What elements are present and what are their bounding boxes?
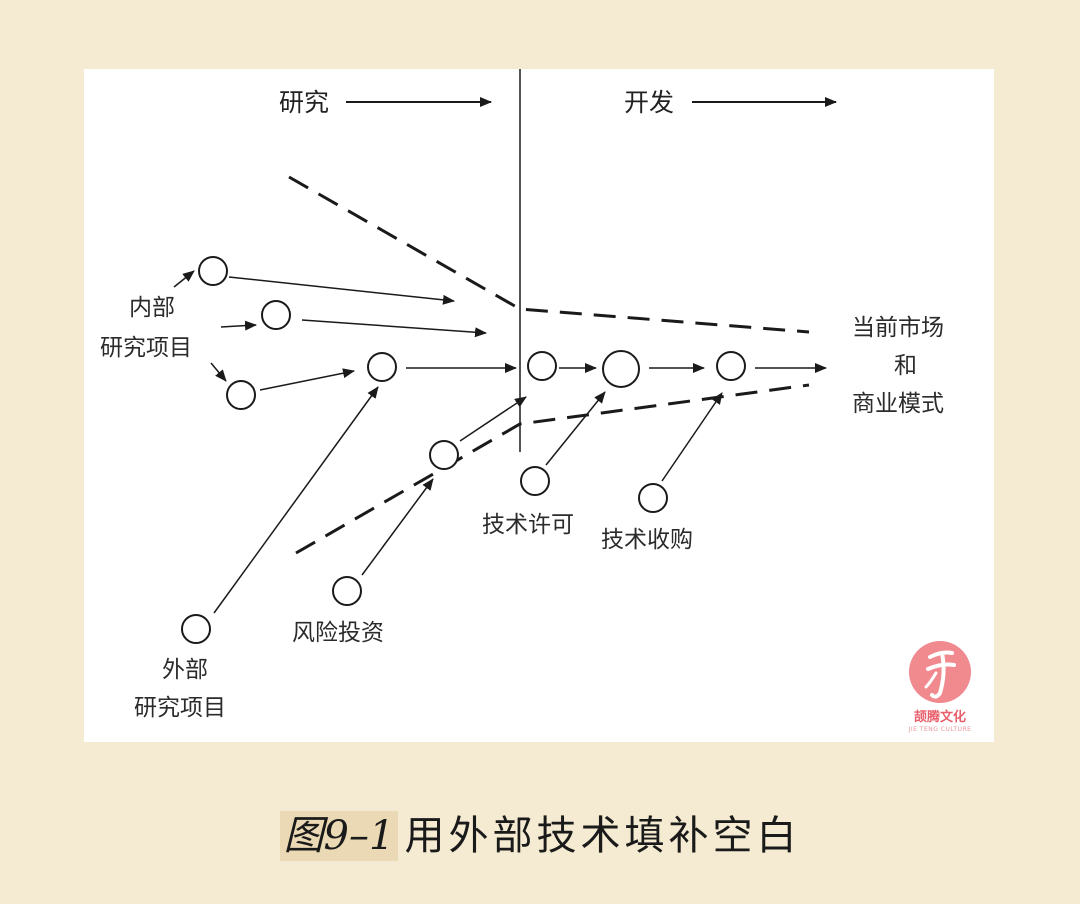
acquisition-source-node	[638, 483, 668, 513]
external-source-node	[181, 614, 211, 644]
arrow-to-internal-2	[220, 320, 257, 331]
logo-name: 颉腾文化	[913, 710, 966, 725]
arrow-licensing-up	[545, 391, 606, 466]
venture-source-node	[332, 576, 362, 606]
technology-licensing-label: 技术许可	[482, 512, 574, 538]
project-nodes	[181, 256, 746, 644]
research-heading: 研究	[279, 88, 329, 117]
dev-project-1-node	[527, 351, 557, 381]
market-label-line3: 商业模式	[852, 391, 944, 417]
licensing-source-node	[520, 466, 550, 496]
market-label-line1: 当前市场	[852, 315, 944, 341]
internal-project-1-node	[198, 256, 228, 286]
figure-title: 用外部技术填补空白	[404, 813, 801, 859]
market-label-line2: 和	[894, 353, 917, 379]
figure-number: 图9–1	[279, 811, 399, 861]
jieteng-logo-icon	[909, 641, 971, 703]
development-heading: 开发	[624, 88, 674, 117]
open-innovation-diagram: 研究 开发	[100, 69, 944, 721]
funnel-upper-boundary	[288, 175, 810, 334]
arrow-internal-3-out	[259, 368, 355, 391]
dev-project-3-node	[716, 351, 746, 381]
venture-capital-label: 风险投资	[292, 620, 384, 646]
logo-subtitle: JIE TENG CULTURE	[908, 726, 972, 733]
arrow-external-up	[213, 386, 379, 614]
internal-research-label-line1: 内部	[129, 295, 175, 321]
arrow-venture-to-divider	[459, 396, 527, 442]
internal-project-3-node	[226, 380, 256, 410]
arrow-to-internal-1	[173, 270, 195, 288]
arrow-to-internal-3	[210, 362, 227, 382]
venture-project-node	[429, 440, 459, 470]
dev-project-2-node	[602, 350, 640, 388]
flow-arrows	[173, 270, 827, 614]
arrow-internal-1-out	[228, 276, 455, 305]
arrow-internal-2-out	[301, 319, 487, 338]
technology-acquisition-label: 技术收购	[601, 527, 693, 553]
external-research-label-line2: 研究项目	[134, 695, 226, 721]
internal-project-2-node	[261, 300, 291, 330]
arrow-acquisition-up	[661, 392, 723, 482]
diagram-panel: 研究 开发	[84, 69, 994, 742]
external-research-label-line1: 外部	[162, 657, 208, 683]
merged-project-node	[367, 352, 397, 382]
arrow-venture-up	[361, 478, 434, 576]
internal-research-label-line2: 研究项目	[100, 335, 192, 361]
